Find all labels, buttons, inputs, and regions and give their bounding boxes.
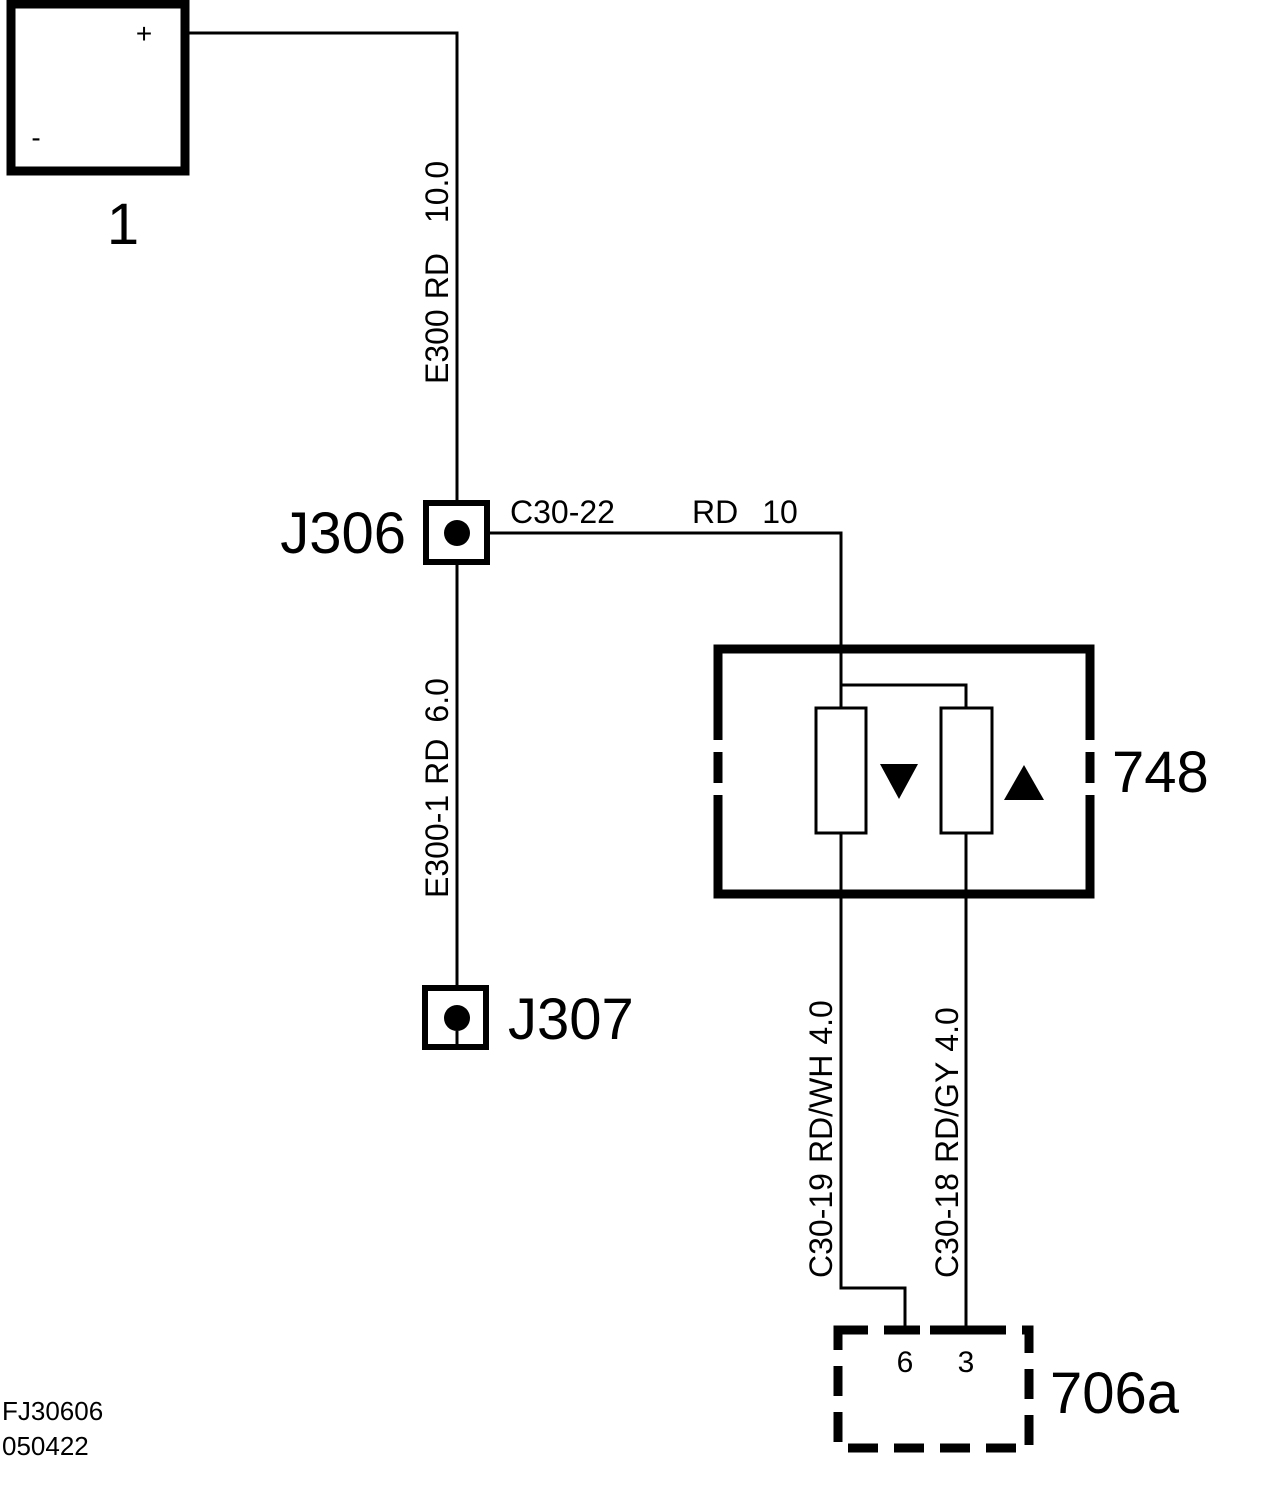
relay-748-up-contact: [939, 706, 994, 835]
wire-c30-22-spec: RD 10: [692, 494, 798, 530]
relay-748-down-contact: [814, 706, 868, 835]
wire-e300-1-size: 6.0: [419, 678, 455, 722]
wire-e300-1-circuit: E300-1: [419, 795, 455, 898]
connector-706a-pin-3-label: 3: [958, 1346, 975, 1379]
battery-plus-label: +: [136, 18, 152, 49]
wire-c30-19-size: 4.0: [803, 1000, 839, 1044]
relay-748-internal-bus: [839, 683, 968, 708]
wire-c30-19-label: C30-19 RD/WH 4.0: [803, 1000, 839, 1278]
battery-ref-label: 1: [107, 192, 139, 257]
wire-e300-1-label: E300-1 RD 6.0: [419, 678, 455, 898]
arrow-up-icon: [1004, 765, 1044, 800]
battery-box: [6, 0, 190, 176]
wire-c30-18-label: C30-18 RD/GY 4.0: [929, 1007, 965, 1278]
junction-j307-label: J307: [508, 987, 634, 1052]
wire-e300-circuit: E300: [419, 309, 455, 384]
wire-c30-22-path: [487, 531, 843, 700]
wire-c30-18-size: 4.0: [929, 1007, 965, 1051]
connector-706a-pin-6-label: 6: [897, 1346, 914, 1379]
junction-j306-label: J306: [280, 501, 406, 566]
diagram-code: FJ30606: [2, 1396, 103, 1426]
wire-c30-19-path: [839, 899, 907, 1328]
wire-c30-19[interactable]: [839, 899, 907, 1328]
junction-j306-dot: [444, 520, 470, 546]
junction-j306[interactable]: [423, 500, 490, 565]
battery-minus-label: -: [31, 122, 40, 153]
battery-component[interactable]: + -: [6, 0, 190, 176]
wire-e300-color: RD: [419, 253, 455, 299]
connector-706a-label: 706a: [1050, 1361, 1180, 1426]
wire-e300-path: [185, 31, 459, 505]
wire-e300-label: E300 RD 10.0: [419, 161, 455, 384]
wire-c30-22-color: RD: [692, 494, 738, 530]
wire-c30-22-circuit: C30-22: [510, 494, 615, 530]
relay-748-frame-bottom: [713, 795, 1095, 899]
wire-c30-19-circuit: C30-19: [803, 1173, 839, 1278]
wire-c30-18-color: RD/GY: [929, 1062, 965, 1163]
wire-e300-1-color: RD: [419, 739, 455, 785]
wire-c30-22[interactable]: [487, 531, 843, 700]
wire-c30-18-circuit: C30-18: [929, 1173, 965, 1278]
wire-c30-22-size: 10: [762, 494, 798, 530]
relay-748-label: 748: [1112, 740, 1209, 805]
junction-j307[interactable]: [422, 985, 489, 1050]
connector-706a[interactable]: 6 3: [833, 1325, 1034, 1453]
diagram-date: 050422: [2, 1431, 89, 1461]
arrow-down-icon: [880, 764, 918, 799]
wire-e300-size: 10.0: [419, 161, 455, 223]
relay-748[interactable]: [713, 644, 1095, 899]
junction-j307-dot: [444, 1005, 470, 1031]
relay-748-frame-top: [713, 644, 1095, 740]
connector-706a-box: [833, 1325, 1034, 1453]
wire-c30-19-color: RD/WH: [803, 1055, 839, 1163]
wire-e300[interactable]: [185, 31, 459, 505]
